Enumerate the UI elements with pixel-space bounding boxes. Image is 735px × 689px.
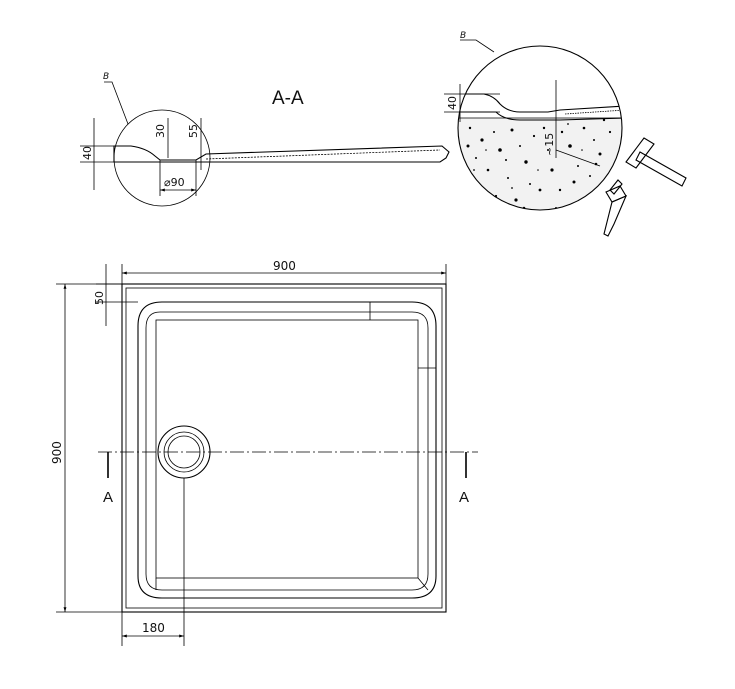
dim-55: 55 [187,124,200,138]
detail-dim-15: ~15 [543,133,556,156]
dim-width-900: 900 [273,259,296,273]
section-title: A-A [272,88,304,109]
detail-ref-right: B [460,31,466,41]
wall-plug-icon [603,179,628,237]
tray-basin [137,301,437,599]
detail-view-b: B 40 ~15 [444,31,687,237]
dim-drain-diameter: ⌀90 [164,176,185,189]
tray-profile [113,145,450,163]
detail-circle-b [113,109,211,207]
detail-ref-left: B [103,72,109,82]
dim-30: 30 [154,124,167,138]
detail-dim-40: 40 [446,96,459,110]
dim-drain-offset-180: 180 [142,621,165,635]
plan-view: A A 900 900 50 180 [50,259,478,646]
section-label-left: A [103,489,113,506]
tray-outer-rim [121,283,447,613]
dim-border-50: 50 [93,291,106,305]
hammer-icon [625,137,687,187]
section-label-right: A [459,489,469,506]
dim-depth-900: 900 [50,441,64,464]
dim-height-40: 40 [81,146,94,160]
section-view: A-A B 40 30 55 ⌀90 [80,72,450,207]
